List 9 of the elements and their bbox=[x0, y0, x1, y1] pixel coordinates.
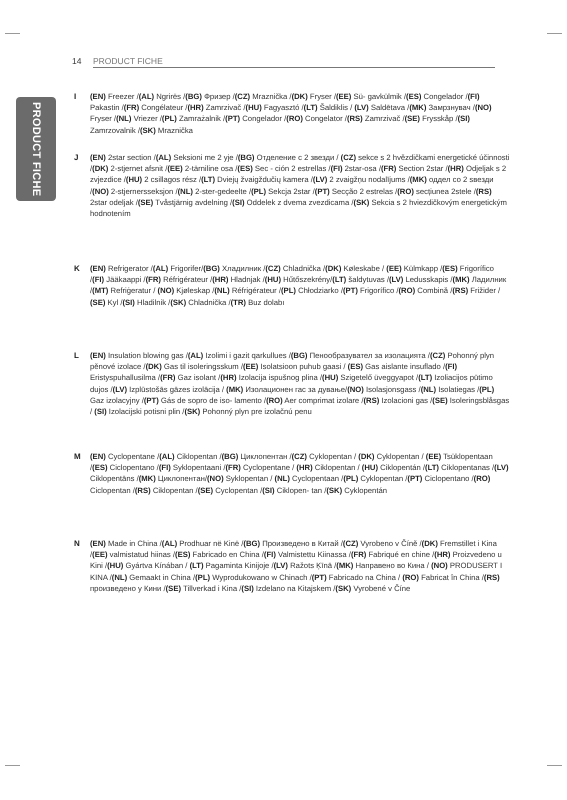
section-letter: M bbox=[74, 452, 81, 461]
page-title: PRODUCT FICHE bbox=[93, 56, 163, 66]
section-letter: K bbox=[74, 264, 80, 273]
section-letter: I bbox=[74, 92, 76, 101]
section-letter: L bbox=[74, 351, 79, 360]
page-number: 14 bbox=[72, 56, 82, 66]
section-letter: J bbox=[74, 153, 78, 162]
section-letter: N bbox=[74, 539, 80, 548]
tab-label: PRODUCT FICHE bbox=[30, 102, 42, 196]
